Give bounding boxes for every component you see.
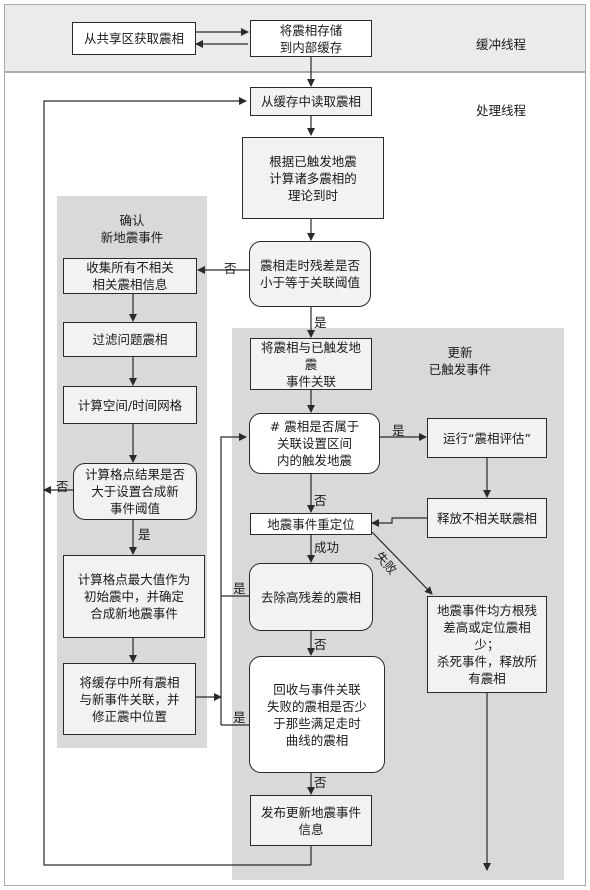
label-remove-no: 否 (314, 637, 327, 652)
confirm-lane-title: 确认 新地震事件 (100, 213, 164, 245)
label-grid-yes: 是 (138, 527, 151, 542)
kill-event-box: 地震事件均方根残 差高或定位震相少； 杀死事件，释放所 有震相 (427, 596, 547, 693)
edge-release-to-relocate (371, 517, 427, 527)
label-residual-no: 否 (224, 261, 237, 276)
filter-picks-box: 过滤问题震相 (63, 322, 197, 357)
read-buffer-box: 从缓存中读取震相 (250, 87, 372, 116)
publish-box: 发布更新地震事件 信息 (250, 795, 372, 846)
label-remove-yes: 是 (233, 581, 246, 596)
assoc-new-box: 将缓存中所有震相 与新事件关联，并 修正震中位置 (63, 663, 196, 735)
buffer-lane-title: 缓冲线程 (476, 37, 527, 52)
label-reclaim-no: 否 (314, 775, 327, 790)
grid-max-box: 计算格点最大值作为 初始震中，并确定 合成新地震事件 (63, 555, 205, 638)
edge-relocate-fail (371, 531, 433, 595)
compute-arrivals-box: 根据已触发地震 计算诸多震相的 理论到时 (242, 137, 384, 219)
in-region-box: # 震相是否属于 关联设置区间 内的触发地震 (249, 413, 380, 474)
run-eval-box: 运行“震相评估” (427, 418, 547, 458)
label-grid-no: 否 (56, 479, 69, 494)
relocate-box: 地震事件重定位 (250, 513, 372, 535)
assoc-triggered-box: 将震相与已触发地震 事件关联 (250, 338, 372, 390)
release-unassoc-box: 释放不相关联震相 (427, 498, 547, 538)
residual-check-box: 震相走时残差是否 小于等于关联阈值 (249, 241, 371, 307)
remove-high-box: 去除高残差的震相 (249, 563, 373, 631)
label-region-no: 否 (314, 493, 327, 508)
reclaim-check-box: 回收与事件关联 失败的震相是否少 于那些满足走时 曲线的震相 (249, 656, 385, 773)
label-residual-yes: 是 (314, 315, 327, 330)
collect-unassoc-box: 收集所有不相关 相关震相信息 (63, 258, 197, 294)
grid-threshold-box: 计算格点结果是否 大于设置合成新 事件阈值 (73, 463, 197, 520)
compute-grid-box: 计算空间/时间网格 (63, 386, 197, 424)
store-buffer-box: 将震相存储 到内部缓存 (250, 20, 372, 57)
label-region-yes: 是 (392, 423, 405, 438)
edge-return-loop (43, 97, 311, 866)
label-reclaim-yes: 是 (233, 710, 246, 725)
processing-lane-title: 处理线程 (476, 103, 527, 118)
label-relocate-success: 成功 (314, 540, 340, 555)
update-lane-title: 更新 已触发事件 (428, 345, 492, 377)
edge-inner-loop (220, 433, 247, 725)
get-picks-box: 从共享区获取震相 (72, 22, 196, 55)
